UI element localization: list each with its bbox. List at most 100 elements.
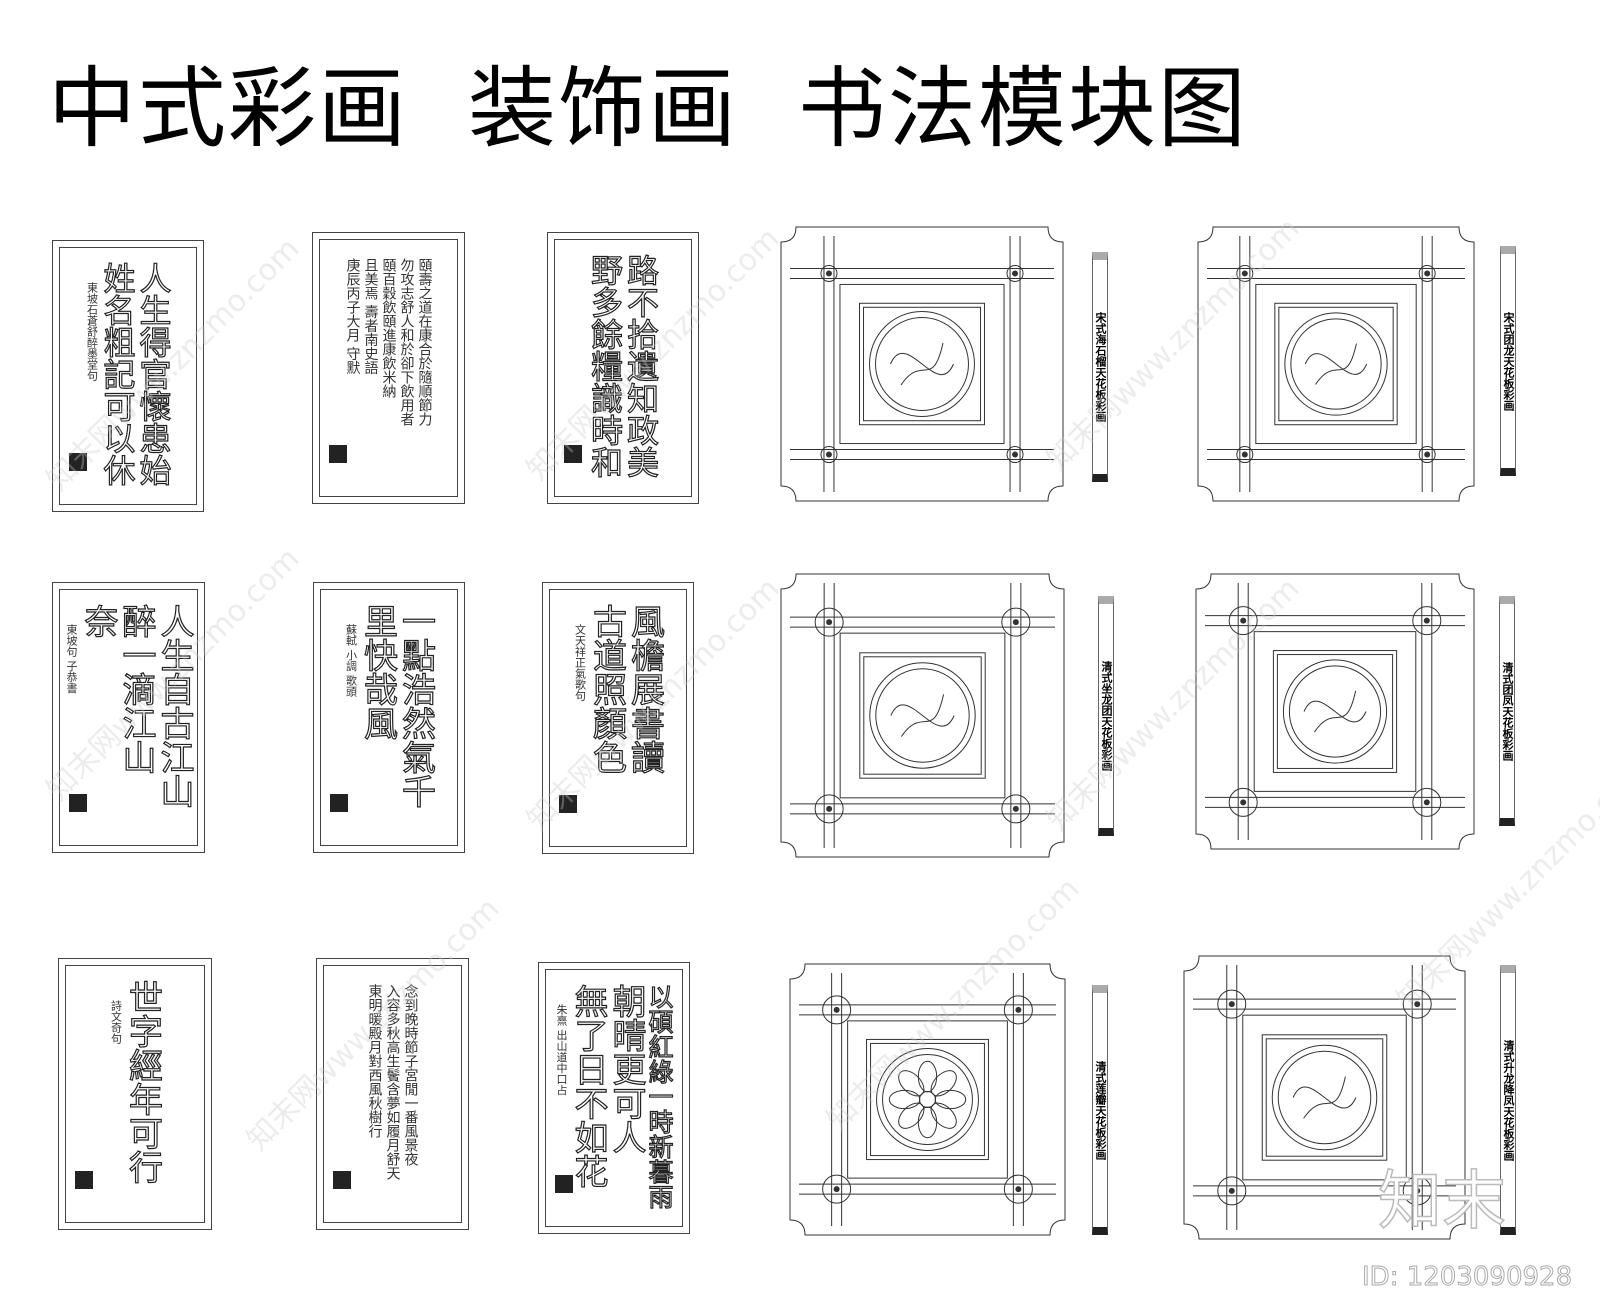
inner-frame (839, 283, 1005, 445)
ceiling-label: 清式坐龙团天花板彩画 (1098, 596, 1114, 836)
calligraphy-text: 以碩紅綠一時新暮雨 (644, 983, 674, 1209)
lotus-petal (898, 1102, 925, 1129)
calligraphy-text: 人生自古江山 (153, 603, 194, 808)
center-medallion (876, 1048, 979, 1151)
calligraphy-text: 路不拾遺知政美 (621, 253, 660, 478)
corner-rosette (822, 995, 852, 1025)
lotus-petal (917, 1060, 938, 1093)
inscription-text: 詩文奇句 (109, 1000, 123, 1044)
inscription-text: 東明暖殿月對西風秋樹行 (366, 984, 383, 1138)
corner-rosette (1228, 606, 1258, 636)
ceiling-painting (789, 963, 1066, 1236)
corner-rosette (1236, 446, 1254, 464)
center-square (1274, 302, 1398, 426)
center-square (1272, 650, 1398, 773)
calligraphy-inner-frame: 人生得官懷患始姓名粗記可以休東坡石蒼舒醉墨堂句 (59, 247, 197, 505)
corner-rosette (822, 1174, 852, 1204)
center-square (859, 652, 986, 779)
inscription-text: 蘇軾 小調 歌頭 (344, 624, 358, 697)
corner-rosette (820, 264, 838, 282)
corner-rosette (1412, 787, 1442, 817)
dragon-motif (890, 342, 954, 386)
lotus-petal (934, 1089, 967, 1110)
lotus-petal (930, 1070, 957, 1097)
corner-rosette (1402, 1176, 1432, 1206)
ceiling-label: 清式莲瓣天花板彩画 (1092, 985, 1108, 1235)
dragon-motif (890, 694, 955, 737)
seal-stamp (564, 445, 582, 463)
ceiling-label: 宋式团龙天花板彩画 (1500, 246, 1516, 476)
corner-rosette (814, 607, 844, 637)
center-square (1261, 1034, 1388, 1161)
seal-stamp (329, 445, 347, 463)
corner-rosette (1412, 606, 1442, 636)
calligraphy-panel: 風檐展書讀古道照顏色文天祥正氣歌句 (542, 582, 694, 854)
center-medallion (1282, 659, 1388, 764)
calligraphy-text: 一點浩然氣千 (395, 603, 436, 808)
center-square (866, 1038, 989, 1161)
inscription-text: 入容多秋高生鬢含夢如履月舒天 (384, 984, 401, 1180)
calligraphy-text: 朝晴更可人 (605, 983, 646, 1154)
ceiling-label: 清式团凤天花板彩画 (1499, 596, 1515, 826)
calligraphy-text: 世字經年可行 (122, 979, 163, 1184)
seal-stamp (69, 794, 87, 812)
corner-rosette (1003, 995, 1033, 1025)
seal-stamp (555, 1175, 573, 1193)
calligraphy-text: 奈 (77, 603, 118, 638)
corner-rosette (1228, 787, 1258, 817)
image-id: ID: 1203090928 (1361, 1262, 1573, 1293)
corner-rosette (1001, 607, 1031, 637)
calligraphy-inner-frame: 人生自古江山醉一滴江山奈東坡句 子恭書 (59, 589, 198, 846)
seal-stamp (75, 1171, 93, 1189)
calligraphy-panel: 路不拾遺知政美野多餘糧識時和 (547, 232, 699, 504)
lotus-petal (917, 1106, 938, 1139)
calligraphy-inner-frame: 風檐展書讀古道照顏色文天祥正氣歌句 (549, 589, 687, 847)
corner-rosette (1001, 794, 1031, 824)
corner-rosette (1003, 1174, 1033, 1204)
inscription-text: 頤百穀飲頤進康飲米納 (380, 258, 397, 398)
corner-rosette (820, 446, 838, 464)
calligraphy-text: 里快哉風 (357, 603, 398, 740)
inscription-text: 東坡句 子恭書 (65, 624, 78, 694)
seal-stamp (559, 795, 577, 813)
outer-frame (1183, 955, 1466, 1240)
inscription-text: 文天祥正氣歌句 (573, 624, 587, 701)
calligraphy-inner-frame: 一點浩然氣千里快哉風蘇軾 小調 歌頭 (320, 589, 458, 846)
corner-rosette (1006, 264, 1024, 282)
lotus-petal (888, 1089, 921, 1110)
corner-rosette (1418, 446, 1436, 464)
corner-rosette (814, 794, 844, 824)
center-medallion (1284, 312, 1388, 416)
outer-frame (789, 963, 1066, 1236)
inscription-text: 朱熹 出山道中口占 (555, 1004, 568, 1096)
calligraphy-inner-frame: 世字經年可行詩文奇句 (65, 965, 205, 1223)
inner-frame (1242, 1014, 1407, 1181)
inscription-text: 念到晚時節子宮閒一番風景夜 (402, 984, 419, 1166)
inscription-text: 頤壽之道在康合於隨順節力 (416, 258, 433, 426)
ceiling-label: 清式升龙降凤天花板彩画 (1500, 965, 1516, 1235)
calligraphy-panel: 人生得官懷患始姓名粗記可以休東坡石蒼舒醉墨堂句 (52, 240, 204, 512)
ceiling-label: 宋式海石榴天花板彩画 (1092, 252, 1108, 482)
sheet-title: 中式彩画 装饰画 书法模块图 (48, 57, 1248, 160)
inner-frame (847, 1020, 1008, 1179)
inner-frame (1253, 631, 1417, 792)
lotus-petal (930, 1102, 957, 1129)
outer-frame (780, 226, 1064, 502)
outer-frame (1197, 226, 1475, 502)
outer-frame (1195, 573, 1475, 850)
calligraphy-inner-frame: 頤壽之道在康合於隨順節力勿攻志舒人和於卻下飲用者頤百穀飲頤進康飲米納且美焉 壽者… (319, 239, 458, 497)
corner-rosette (1418, 264, 1436, 282)
center-medallion (869, 662, 976, 769)
inscription-text: 東坡石蒼舒醉墨堂句 (85, 282, 99, 381)
corner-rosette (1217, 1176, 1247, 1206)
calligraphy-panel: 人生自古江山醉一滴江山奈東坡句 子恭書 (52, 582, 205, 853)
dragon-motif (1304, 343, 1368, 385)
inner-frame (839, 632, 1006, 799)
ceiling-painting (780, 573, 1065, 858)
calligraphy-text: 風檐展書讀 (624, 603, 665, 774)
calligraphy-text: 無了日不如花 (567, 983, 608, 1188)
calligraphy-text: 野多餘糧識時和 (585, 253, 624, 478)
calligraphy-text: 姓名粗記可以休 (98, 261, 137, 486)
watermark-logo: 知末 (1377, 1164, 1507, 1240)
